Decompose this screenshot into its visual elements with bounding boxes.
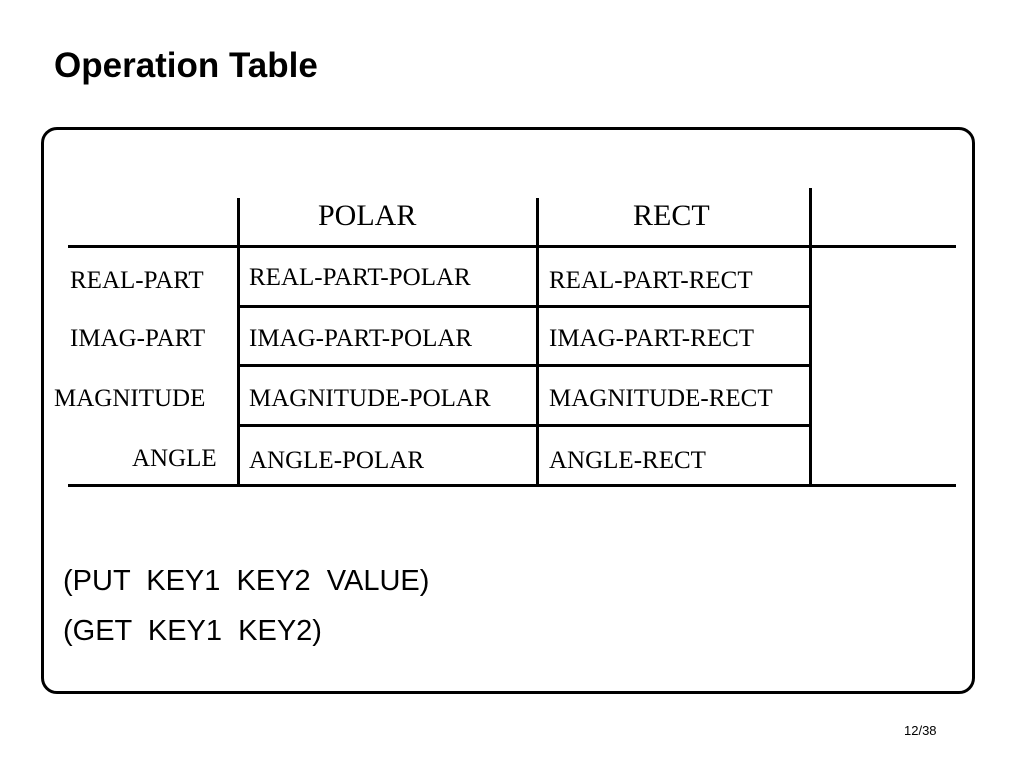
slide-title: Operation Table: [54, 46, 318, 85]
table-rule-col-2: [536, 198, 539, 487]
column-header-rect: RECT: [633, 199, 710, 232]
cell-magnitude-rect: MAGNITUDE-RECT: [549, 385, 773, 412]
put-code-line: (PUT KEY1 KEY2 VALUE): [63, 565, 430, 597]
cell-angle-rect: ANGLE-RECT: [549, 447, 706, 474]
cell-real-part-polar: REAL-PART-POLAR: [249, 264, 471, 291]
cell-angle-polar: ANGLE-POLAR: [249, 447, 424, 474]
table-rule-top: [68, 245, 956, 248]
table-rule-col-1: [237, 198, 240, 487]
get-code-line: (GET KEY1 KEY2): [63, 615, 322, 647]
row-header-magnitude: MAGNITUDE: [54, 385, 206, 412]
cell-real-part-rect: REAL-PART-RECT: [549, 267, 753, 294]
cell-magnitude-polar: MAGNITUDE-POLAR: [249, 385, 491, 412]
content-frame: [41, 127, 975, 694]
row-header-angle: ANGLE: [132, 445, 217, 472]
page-number: 12/38: [904, 723, 937, 738]
table-rule-row-3: [239, 424, 812, 427]
table-rule-col-3: [809, 188, 812, 487]
column-header-polar: POLAR: [318, 199, 417, 232]
row-header-imag-part: IMAG-PART: [70, 325, 206, 352]
table-rule-bottom: [68, 484, 956, 487]
cell-imag-part-rect: IMAG-PART-RECT: [549, 325, 755, 352]
row-header-real-part: REAL-PART: [70, 267, 204, 294]
cell-imag-part-polar: IMAG-PART-POLAR: [249, 325, 473, 352]
table-rule-row-1: [239, 305, 812, 308]
table-rule-row-2: [239, 364, 812, 367]
